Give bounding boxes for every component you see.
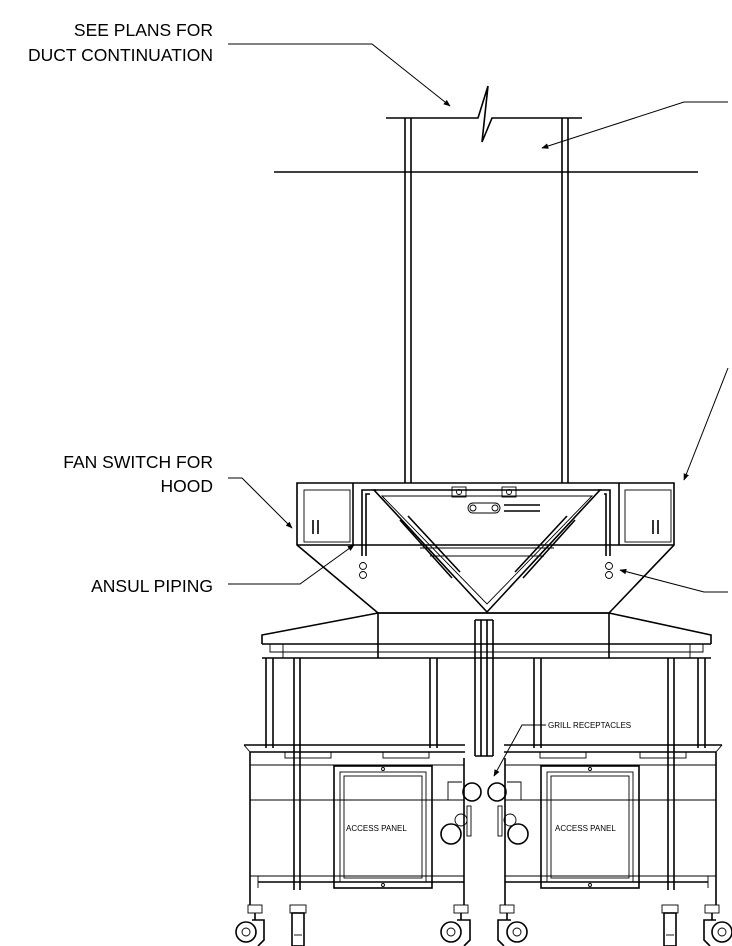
fan-switch-label-line2: HOOD (161, 476, 214, 496)
ansul-nozzle-left (359, 562, 367, 570)
grill-receptacles-leader (493, 724, 546, 777)
caster-5 (661, 904, 679, 946)
access-panel-left (333, 765, 433, 889)
hood-edge-leader (683, 367, 729, 481)
ansul-piping (359, 489, 613, 579)
duct-note-leader (228, 43, 451, 107)
caster-6 (703, 904, 732, 946)
access-panel-right-label: ACCESS PANEL (555, 824, 616, 833)
access-panel-left-label: ACCESS PANEL (346, 824, 407, 833)
fan-switch-box (303, 489, 351, 543)
ansul-nozzle-leader (619, 568, 728, 593)
caster-2 (289, 904, 307, 946)
ansul-nozzle-right (605, 562, 613, 570)
fan-switch-leader (228, 477, 293, 529)
access-panel-right (540, 765, 640, 889)
exhaust-duct (274, 85, 698, 483)
center-mast (474, 619, 494, 757)
casters (235, 904, 732, 946)
duct-note-line2: DUCT CONTINUATION (28, 45, 213, 65)
caster-3 (440, 904, 471, 946)
leader-lines (228, 43, 729, 777)
canopy-top (261, 612, 712, 644)
duct-note-line1: SEE PLANS FOR (74, 20, 213, 40)
duct-break-line (386, 85, 582, 143)
duct-top-leader (541, 101, 728, 149)
caster-1 (235, 904, 265, 946)
ansul-piping-label: ANSUL PIPING (91, 576, 213, 596)
cart-frame (243, 658, 723, 905)
caster-4 (497, 904, 528, 946)
filter-bank (372, 489, 602, 614)
grill-receptacles (440, 781, 529, 845)
fan-switch-label-line1: FAN SWITCH FOR (63, 452, 213, 472)
hood (296, 482, 675, 614)
ansul-piping-leader (228, 544, 355, 585)
grill-receptacles-label: GRILL RECEPTACLES (548, 721, 631, 730)
